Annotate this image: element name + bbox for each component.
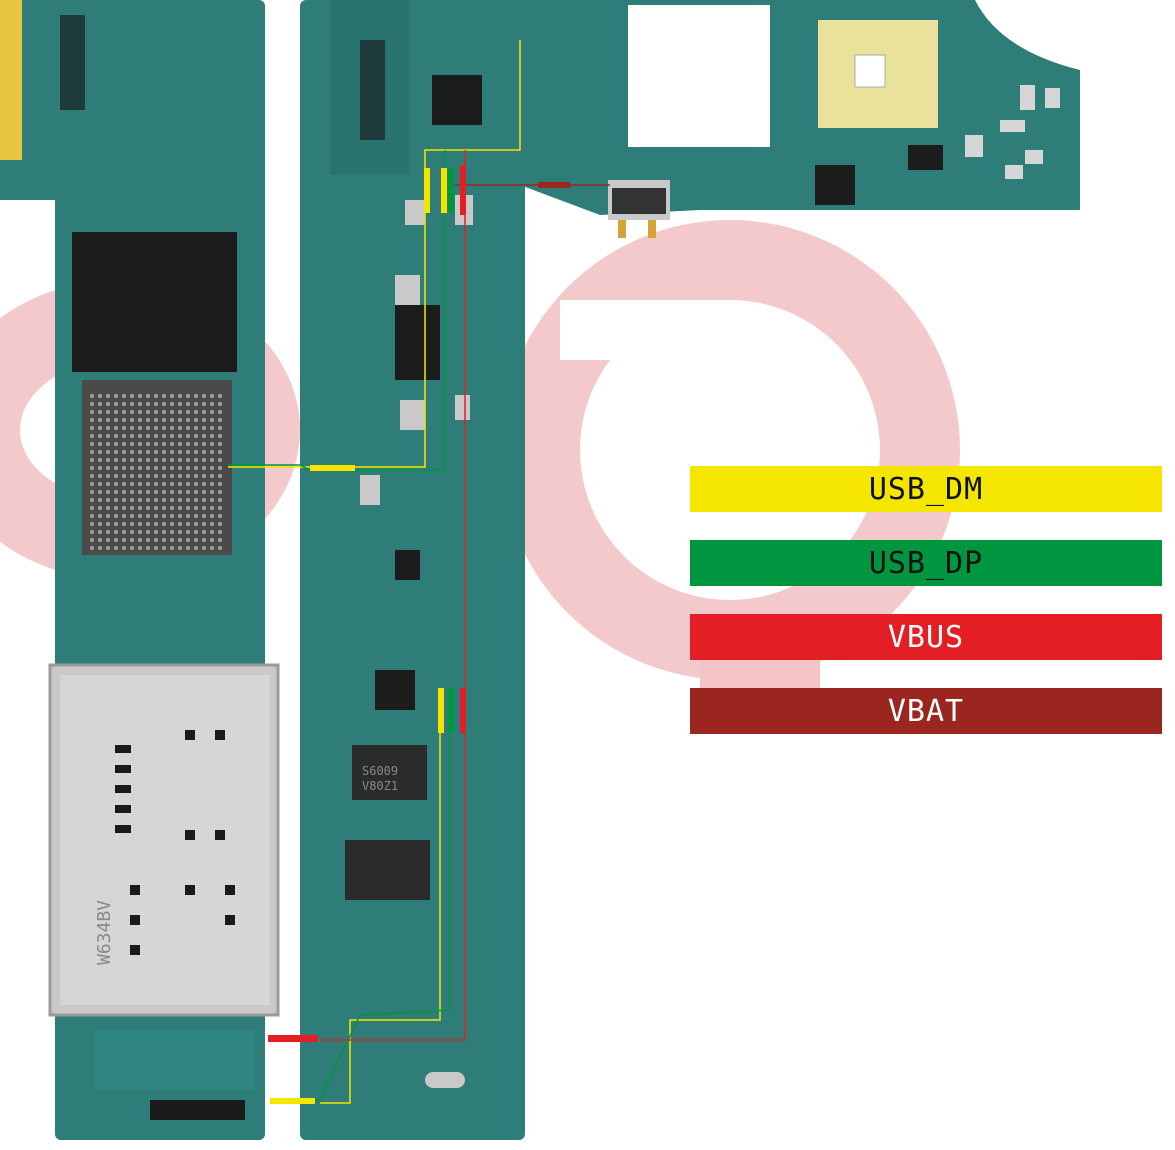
legend-vbus: VBUS: [690, 614, 1162, 660]
trace-pads: [268, 165, 570, 1104]
trace-vbus: [320, 150, 466, 1041]
legend-usb-dp: USB_DP: [690, 540, 1162, 586]
legend-usb-dm-label: USB_DM: [868, 471, 984, 507]
legend-usb-dm: USB_DM: [690, 466, 1162, 512]
legend-vbat-label: VBAT: [887, 693, 965, 729]
legend-vbat: VBAT: [690, 688, 1162, 734]
svg-text:V80Z1: V80Z1: [362, 779, 398, 793]
memory-chip: [72, 232, 237, 372]
camera-cutout: [628, 5, 770, 147]
pcb-left-column: W634BV: [0, 0, 280, 1140]
trace-usb-dm: [228, 40, 521, 1104]
pcb-top-right: [510, 0, 1080, 238]
pcb-center-column: S6009 V80Z1: [300, 0, 525, 1140]
chip-s6009: [352, 745, 427, 800]
legend-usb-dp-label: USB_DP: [868, 545, 984, 581]
sim-marking: W634BV: [94, 900, 115, 965]
svg-text:S6009: S6009: [362, 764, 398, 778]
legend-vbus-label: VBUS: [887, 619, 965, 655]
